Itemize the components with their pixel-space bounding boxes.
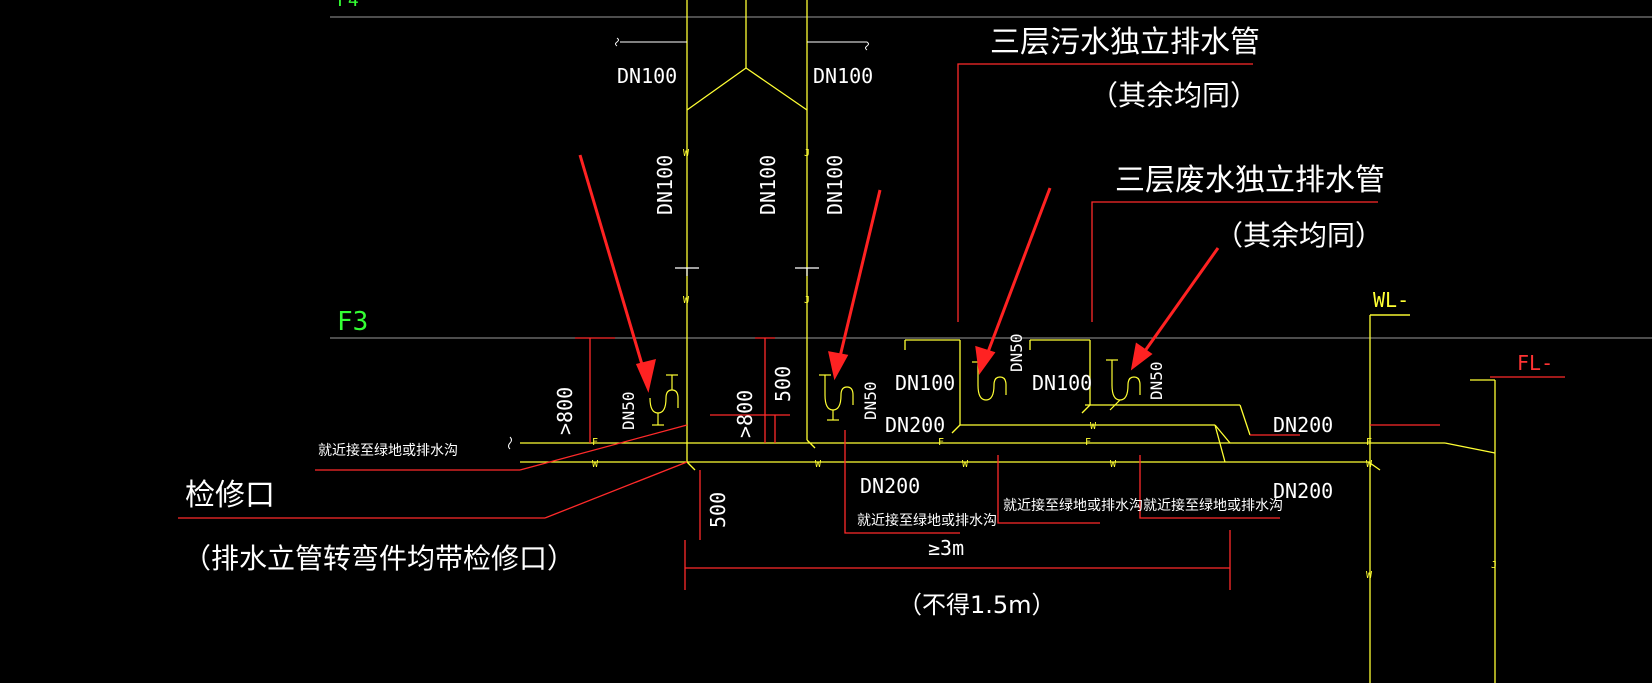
note-waste-sub: （其余均同） <box>1215 219 1383 252</box>
drain-note-4: 就近接至绿地或排水沟 <box>1143 497 1283 514</box>
size-dn50-4: DN50 <box>1147 361 1166 400</box>
tag-wl: WL- <box>1373 288 1409 312</box>
drain-note-3: 就近接至绿地或排水沟 <box>1003 497 1143 514</box>
size-dn200-3: DN200 <box>1273 413 1333 437</box>
svg-text:W: W <box>1366 570 1373 581</box>
svg-text:J: J <box>1491 560 1497 571</box>
svg-text:F: F <box>592 437 598 448</box>
vertical-stacks <box>686 0 1496 683</box>
svg-text:F: F <box>938 437 944 448</box>
size-dn100-vert-1: DN100 <box>653 155 677 215</box>
svg-text:W: W <box>683 148 690 159</box>
cleanout-marks <box>675 267 819 276</box>
pipe-marks: W W J J F W W F W F W W F W W J <box>592 148 1497 581</box>
highlight-arrows <box>578 154 1220 393</box>
note-sewage-title: 三层污水独立排水管 <box>990 25 1260 60</box>
note-cleanout-sub: （排水立管转弯件均带检修口） <box>183 542 575 575</box>
svg-text:W: W <box>815 459 822 470</box>
note-sewage-sub: （其余均同） <box>1090 79 1258 112</box>
dim-800-right: >800 <box>733 390 757 438</box>
drain-note-2: 就近接至绿地或排水沟 <box>857 512 997 529</box>
dim-500-lower: 500 <box>706 492 730 528</box>
note-cleanout-title: 检修口 <box>185 478 275 513</box>
svg-text:F: F <box>1366 437 1372 448</box>
svg-text:W: W <box>683 295 690 306</box>
svg-text:J: J <box>804 295 810 306</box>
dim-500-upper: 500 <box>771 366 795 402</box>
size-dn100-top-left: DN100 <box>617 64 677 88</box>
leader-lines <box>178 63 1565 590</box>
size-dn100-top-right: DN100 <box>813 64 873 88</box>
drain-note-1: 就近接至绿地或排水沟 <box>318 442 458 459</box>
dim-min-length: ≥3m <box>928 536 964 560</box>
horizontal-drains <box>520 339 1496 471</box>
size-dn50-3: DN50 <box>1007 333 1026 372</box>
size-dn100-mid-2: DN100 <box>1032 371 1092 395</box>
dim-800-left: >800 <box>553 387 577 435</box>
size-dn200-1: DN200 <box>885 413 945 437</box>
size-dn100-vert-3: DN100 <box>823 155 847 215</box>
note-waste-title: 三层废水独立排水管 <box>1115 163 1385 198</box>
size-dn50-1: DN50 <box>619 391 638 430</box>
svg-text:W: W <box>592 459 599 470</box>
level-label-f3: F3 <box>337 307 368 337</box>
level-label-top: F4 <box>337 0 359 11</box>
size-dn100-vert-2: DN100 <box>756 155 780 215</box>
size-dn50-2: DN50 <box>861 381 880 420</box>
svg-text:W: W <box>1090 421 1097 432</box>
tag-fl: FL- <box>1517 351 1553 375</box>
size-dn200-4: DN200 <box>1273 479 1333 503</box>
size-dn100-mid-1: DN100 <box>895 371 955 395</box>
svg-text:F: F <box>1085 437 1091 448</box>
svg-text:W: W <box>1110 459 1117 470</box>
dim-min-length-note: （不得1.5m） <box>898 591 1056 619</box>
svg-text:W: W <box>962 459 969 470</box>
size-dn200-2: DN200 <box>860 474 920 498</box>
svg-text:J: J <box>804 148 810 159</box>
svg-text:W: W <box>1366 459 1373 470</box>
break-marks <box>508 37 869 450</box>
